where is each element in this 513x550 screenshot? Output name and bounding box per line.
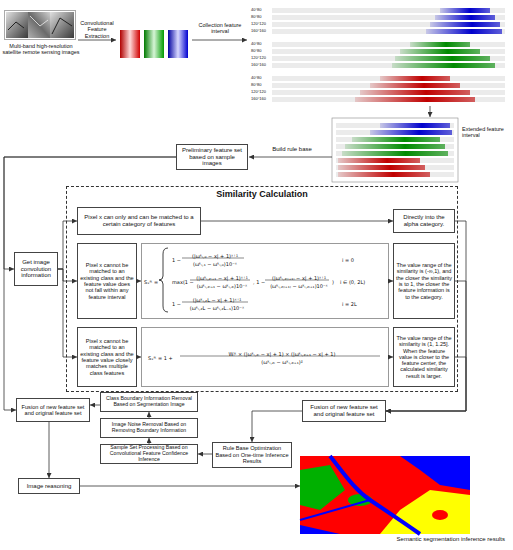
flow-connector	[252, 411, 302, 442]
formula-text: i = 0	[342, 257, 354, 263]
flow-connector	[58, 269, 77, 281]
axis-label: 160°160	[251, 97, 272, 102]
result-box: Directly into the alpha category.	[393, 209, 455, 233]
formula-text: (ωᵏᵢ,₁ − ωᵏᵢ,₀)10⁻ˣ	[184, 261, 246, 267]
flow-connector	[90, 405, 100, 406]
fraction-bars	[180, 258, 380, 356]
axis-label: 120°120	[251, 22, 272, 27]
axis-label: 160°160	[251, 63, 272, 68]
process-box: Image Noise Removal Based on Removing Bo…	[100, 418, 198, 438]
group-title: Similarity Calculation	[67, 190, 457, 200]
axis-label: 120°120	[251, 56, 272, 61]
axis-label: 80°80	[251, 49, 272, 54]
box-text: Image Noise Removal Based on Removing Bo…	[103, 422, 195, 434]
formula-text: (|ωᵏᵢ,₂₍ᵢ₊₁₎ − x| + 1)ˣ⁺¹	[267, 275, 331, 281]
formula-text: (ωᵏᵢ,₂ᵢ − ωᵏᵢ,₂ᵢ₊₁)²	[182, 359, 382, 365]
interval-chart	[272, 8, 505, 102]
process-box: Fusion of new feature set and original f…	[302, 400, 386, 422]
formula-text: )	[332, 279, 334, 285]
flow-connector	[80, 486, 300, 487]
box-text: Pixel x cannot be matched to an existing…	[80, 262, 134, 301]
formula-text: (|ωᵏᵢ,₂ᵢ₊₁ − x| + 1)ˣ⁺¹	[192, 275, 252, 281]
process-box: Sample Set Processing Based on Convoluti…	[100, 444, 198, 464]
axis-label: 40°80	[251, 42, 272, 47]
box-text: Preliminary feature set based on sample …	[179, 147, 245, 168]
formula-text: Sₓⁱᵏ = 1 +	[148, 355, 173, 361]
box-text: Sample Set Processing Based on Convoluti…	[103, 445, 195, 463]
formula-text: (|ωᵏᵢ,₀ − x| + 1)ˣ⁺¹	[184, 253, 246, 259]
formula-text: max(1 −	[172, 279, 194, 285]
flow-connector	[58, 221, 77, 269]
result-map: Semantic segmentation inference results	[300, 456, 470, 534]
flow-label: Collection feature interval	[196, 22, 244, 35]
axis-label: 40°80	[251, 76, 272, 81]
formula-brace	[159, 248, 168, 312]
flow-arrow	[78, 40, 116, 41]
flow-arrow	[430, 106, 431, 117]
caption-text: Multi-band high-resolution satellite rem…	[1, 43, 81, 56]
formula-text: i ∈ (0, 2L)	[340, 279, 365, 285]
flow-connector	[198, 454, 212, 455]
box-text: Fusion of new feature set and original f…	[305, 404, 383, 418]
feature-blocks	[120, 30, 188, 58]
dashed-group: Similarity CalculationPixel x can only a…	[66, 186, 458, 392]
flow-arrow	[249, 157, 332, 158]
flow-connector	[386, 221, 466, 411]
flow-connector	[49, 422, 50, 478]
axis-label: 120°120	[251, 90, 272, 95]
box-text: Image reasoning	[27, 483, 72, 490]
box-text: Get image convolution information	[17, 259, 55, 280]
formula-box: Sₓⁱᵏ = 1 + Wᵢᵏ × (|ωᵏᵢ,₂ᵢ − x| + 1) × (|ω…	[141, 327, 389, 387]
result-box: The value range of the similarity is (1,…	[393, 327, 455, 387]
flow-label: Convolutional Feature Extraction	[78, 20, 116, 39]
flow-connector	[4, 157, 176, 410]
result-box: The value range of the similarity is (-∞…	[393, 243, 455, 319]
formula-text: (ωᵏᵢ,₂ᵢ₊₁ − ωᵏᵢ,₂ᵢ)10⁻ˣ	[192, 283, 252, 289]
image-group: Multi-band high-resolution satellite rem…	[4, 10, 76, 40]
process-box: Fusion of new feature set and original f…	[16, 398, 90, 422]
segmentation-map	[300, 456, 470, 534]
formula-text: Sₓⁱᵏ =	[144, 279, 158, 285]
flow-arrow	[192, 40, 247, 41]
axis-label: 80°80	[251, 83, 272, 88]
formula-text: (ωᵏᵢ,₂₍ᵢ₊₁₎ − ωᵏᵢ,₂ᵢ₊₁)10⁻ˣ	[267, 283, 331, 289]
formula-box: Sₓⁱᵏ =1 −(|ωᵏᵢ,₀ − x| + 1)ˣ⁺¹(ωᵏᵢ,₁ − ωᵏ…	[141, 243, 389, 319]
flow-label: Extended feature interval	[462, 126, 510, 139]
process-box: Class Boundary Information Removal Based…	[100, 392, 198, 412]
formula-text: Wᵢᵏ × (|ωᵏᵢ,₂ᵢ − x| + 1) × (|ωᵏᵢ,₂ᵢ₊₁ − …	[182, 351, 382, 357]
formula-text: i = 2L	[342, 301, 357, 307]
box-text: Class Boundary Information Removal Based…	[103, 396, 195, 408]
axis-label: 80°80	[251, 15, 272, 20]
formula-text: (|ωᵏᵢ,₂L − x| + 1)ˣ⁺¹	[184, 297, 250, 303]
box-text: Pixel x can only and can be matched to a…	[80, 214, 198, 228]
condition-box: Pixel x can only and can be matched to a…	[77, 207, 201, 235]
extended-chart	[332, 118, 458, 182]
satellite-tiles	[6, 12, 74, 38]
formula-text: 1 −	[172, 301, 181, 307]
box-text: Rule Base Optimization Based on One-time…	[215, 445, 289, 464]
process-box: Preliminary feature set based on sample …	[176, 144, 248, 170]
box-text: The value range of the similarity is (-∞…	[396, 262, 452, 300]
box-text: Pixel x cannot be matched to an existing…	[80, 338, 134, 377]
formula-text: 1 −	[172, 257, 181, 263]
axis-label: 160°160	[251, 29, 272, 34]
axis-label: 40°80	[251, 8, 272, 13]
flow-connector	[201, 221, 393, 222]
process-box: Image reasoning	[18, 478, 80, 494]
box-text: Fusion of new feature set and original f…	[19, 404, 87, 417]
formula-text: , 1 −	[253, 279, 265, 285]
condition-box: Pixel x cannot be matched to an existing…	[77, 243, 137, 319]
box-text: Directly into the alpha category.	[396, 214, 452, 228]
flow-label: Build rule base	[256, 146, 328, 153]
process-box: Rule Base Optimization Based on One-time…	[212, 442, 292, 468]
formula-text: (ωᵏᵢ,₂L − ωᵏᵢ,₂L₋₁)10⁻ˣ	[184, 305, 250, 311]
caption-text: Semantic segmentation inference results	[305, 536, 505, 543]
flow-connector	[58, 269, 77, 357]
condition-box: Pixel x cannot be matched to an existing…	[77, 327, 137, 387]
process-box: Get image convolution information	[14, 252, 58, 286]
box-text: The value range of the similarity is (1,…	[396, 335, 452, 379]
